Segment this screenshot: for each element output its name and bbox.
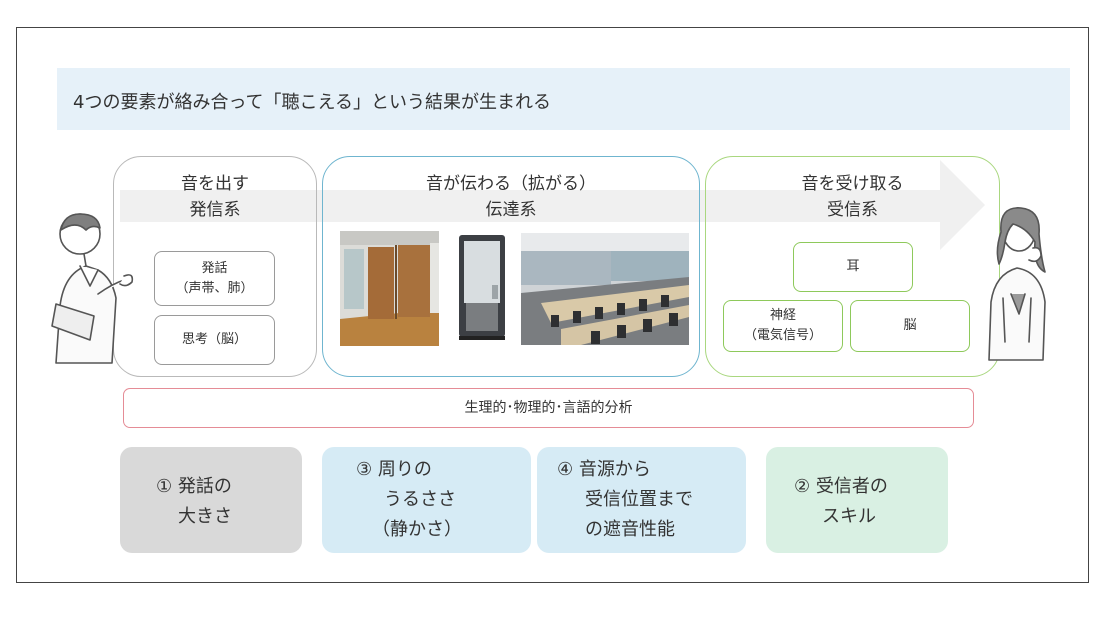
- receive-item-brain-label: 脳: [903, 318, 917, 333]
- speaker-person-icon: [51, 213, 134, 364]
- slide-frame: [16, 27, 1089, 583]
- factor-speech-volume-line2: 大きさ: [178, 506, 232, 527]
- factor-receiver-skill-line1: ② 受信者の: [794, 476, 888, 497]
- receive-item-ear-label: 耳: [846, 259, 860, 274]
- stage-send-title: 音を出す: [181, 174, 249, 194]
- photo-corridor-doors: [340, 231, 439, 346]
- factor-sound-insulation-line2: 受信位置まで: [585, 489, 693, 510]
- stage-transmit-subtitle: 伝達系: [485, 200, 537, 220]
- factor-receiver-skill: ② 受信者の スキル: [766, 447, 948, 553]
- factor-ambient-noise-line3: （静かさ）: [372, 519, 462, 540]
- listener-person-icon: [988, 207, 1046, 361]
- photo-open-office: [521, 233, 689, 345]
- receive-item-nerve-detail: （電気信号）: [743, 328, 822, 343]
- factor-ambient-noise-line1: ③ 周りの: [356, 459, 432, 480]
- receive-item-nerve-label: 神経: [769, 308, 796, 323]
- stage-transmit-title: 音が伝わる（拡がる）: [426, 174, 596, 194]
- factor-receiver-skill-line2: スキル: [822, 506, 876, 527]
- stage-send: 音を出す 発信系: [113, 156, 317, 377]
- stage-receive-subtitle: 受信系: [827, 200, 878, 220]
- stage-receive: 音を受け取る 受信系: [705, 156, 1000, 377]
- stage-receive-title: 音を受け取る: [801, 174, 904, 194]
- receive-item-ear: 耳: [793, 242, 913, 292]
- factor-speech-volume-line1: ① 発話の: [156, 476, 232, 497]
- factor-speech-volume: ① 発話の 大きさ: [120, 447, 302, 553]
- factor-sound-insulation-line1: ④ 音源から: [557, 459, 651, 480]
- receive-item-brain: 脳: [850, 300, 970, 352]
- factor-sound-insulation-line3: の遮音性能: [585, 519, 675, 540]
- factor-ambient-noise: ③ 周りの うるささ （静かさ）: [322, 447, 531, 553]
- send-item-speech-detail: （声帯、肺）: [175, 280, 254, 296]
- headline-bar: 4つの要素が絡み合って「聴こえる」という結果が生まれる: [57, 68, 1070, 130]
- factor-sound-insulation: ④ 音源から 受信位置まで の遮音性能: [537, 447, 746, 553]
- stage-send-subtitle: 発信系: [189, 200, 241, 220]
- send-item-thought-label: 思考（脳）: [181, 332, 247, 347]
- receive-item-nerve: 神経 （電気信号）: [723, 300, 843, 352]
- factor-ambient-noise-line2: うるささ: [384, 489, 456, 510]
- stage-transmit: 音が伝わる（拡がる） 伝達系: [322, 156, 700, 377]
- photo-phone-booth: [456, 233, 508, 341]
- send-item-speech-label: 発話: [201, 260, 228, 276]
- send-item-thought: 思考（脳）: [154, 315, 275, 365]
- analysis-bar: 生理的･物理的･言語的分析: [123, 388, 974, 428]
- headline-text: 4つの要素が絡み合って「聴こえる」という結果が生まれる: [73, 92, 552, 113]
- send-item-speech: 発話 （声帯、肺）: [154, 251, 275, 306]
